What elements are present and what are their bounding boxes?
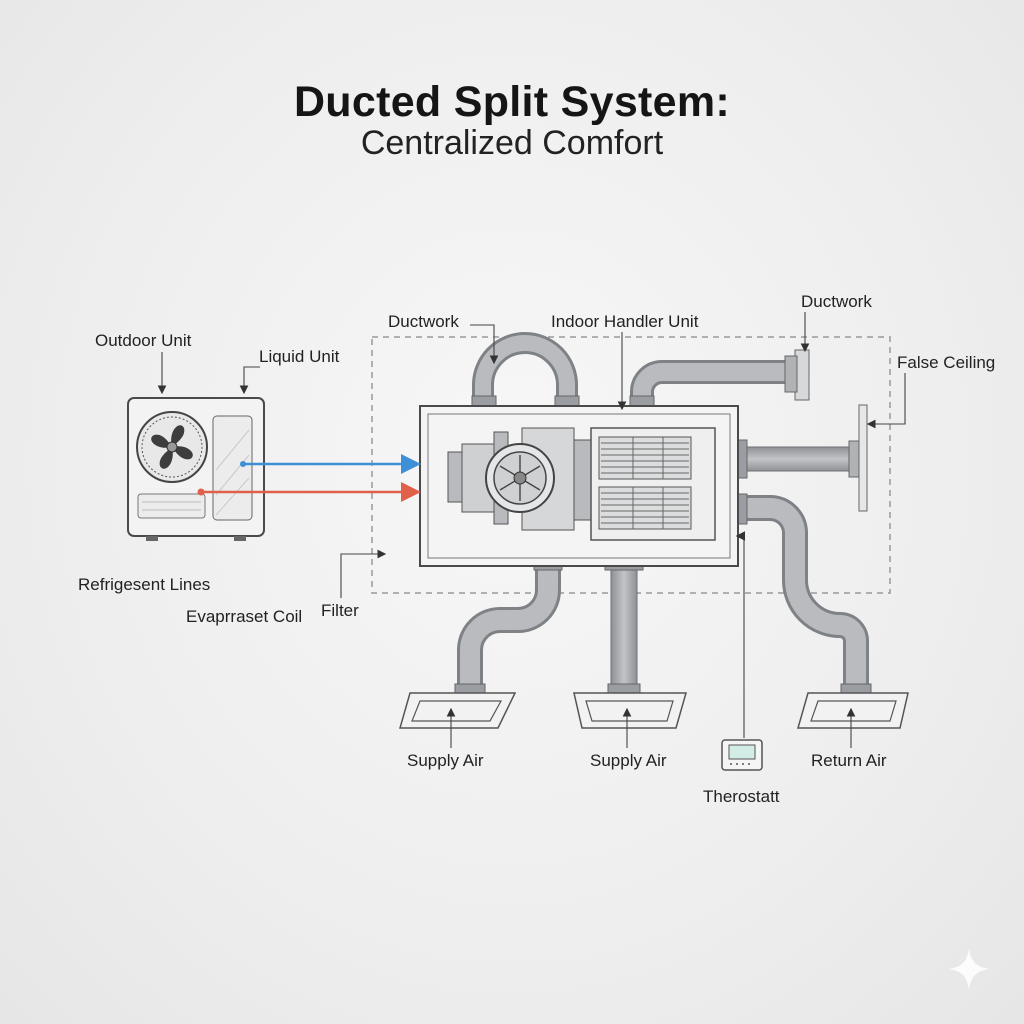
supply-diffuser-2 — [573, 692, 687, 729]
leader-false-ceiling — [866, 373, 906, 429]
label-return-air: Return Air — [811, 751, 887, 770]
label-filter: Filter — [321, 601, 359, 620]
label-ductwork-right: Ductwork — [801, 292, 872, 311]
label-refrigerant-lines: Refrigesent Lines — [78, 575, 211, 594]
outdoor-fan-icon — [151, 425, 193, 469]
label-ductwork-left: Ductwork — [388, 312, 459, 331]
label-indoor-handler-unit: Indoor Handler Unit — [551, 312, 699, 331]
evaporator-coil-block — [590, 427, 716, 541]
label-supply-air-1: Supply Air — [407, 751, 484, 770]
outdoor-unit — [127, 397, 265, 541]
leader-liquid-unit — [239, 366, 260, 395]
leader-ductwork-left — [470, 324, 499, 365]
blower-assembly — [447, 427, 593, 531]
return-diffuser — [797, 692, 909, 729]
thermostat-device — [721, 739, 763, 771]
sparkle-icon — [948, 948, 990, 990]
label-outdoor-unit: Outdoor Unit — [95, 331, 192, 350]
diagram-title: Ducted Split System: — [293, 78, 731, 126]
diagram-subtitle: Centralized Comfort — [360, 124, 664, 162]
label-supply-air-2: Supply Air — [590, 751, 667, 770]
duct-right-horizontal — [739, 446, 851, 472]
label-thermostat: Therostatt — [703, 787, 780, 806]
leader-filter — [340, 549, 387, 598]
label-false-ceiling: False Ceiling — [897, 353, 996, 372]
label-evaporator-coil: Evaprraset Coil — [186, 607, 303, 626]
label-liquid-unit: Liquid Unit — [259, 347, 340, 366]
duct-supply-middle — [610, 565, 638, 691]
supply-diffuser-1 — [399, 692, 517, 729]
thermostat-wire — [735, 531, 746, 738]
